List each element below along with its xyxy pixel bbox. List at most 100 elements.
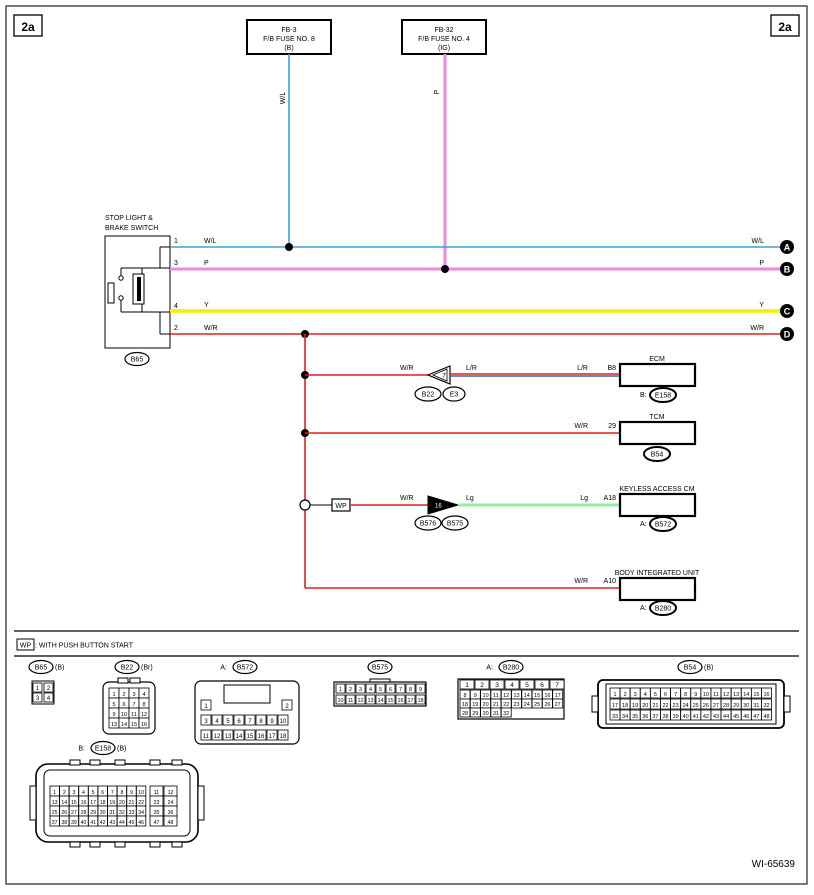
b54-47-pin: 47 <box>753 714 759 720</box>
b280-25-pin: 25 <box>534 702 540 708</box>
b575-18-cell <box>415 694 426 705</box>
b54-10-pin: 10 <box>703 692 709 698</box>
b575-ellipse <box>367 659 393 675</box>
e158-25-pin: 25 <box>52 810 58 816</box>
b280-5-cell <box>519 679 535 690</box>
keyless-pin: A18 <box>604 495 617 502</box>
joint-e3-ellipse <box>442 386 466 402</box>
fuse-fb32: FB-32 F/B FUSE NO. 4 (IG) <box>401 19 487 55</box>
legend-wp-text: : WITH PUSH BUTTON START <box>35 643 134 650</box>
wire-p-label-right: P <box>759 260 764 267</box>
e158-suffix: (B) <box>117 746 126 753</box>
b22-label: B22 <box>121 665 134 672</box>
b22-12-pin: 12 <box>141 712 147 718</box>
b575-17-cell <box>405 694 416 705</box>
svg-text:7: 7 <box>442 373 446 380</box>
b54-41-pin: 41 <box>693 714 699 720</box>
b280-17-pin: 17 <box>555 693 561 699</box>
b65-1-pin: 1 <box>36 686 40 692</box>
b280-22-pin: 22 <box>503 702 509 708</box>
b575-12-pin: 12 <box>357 698 363 704</box>
b575-6-cell <box>385 683 396 694</box>
ecm-pin: B8 <box>607 365 616 372</box>
ecm-connector-label: E158 <box>655 393 671 400</box>
b22-14-pin: 14 <box>121 722 127 728</box>
b54-39-pin: 39 <box>673 714 679 720</box>
b280-12-pin: 12 <box>503 693 509 699</box>
wire-wr-label-left: W/R <box>204 325 218 332</box>
b572-label: B572 <box>237 665 253 672</box>
b280-27-cell <box>552 698 564 709</box>
e158-21-pin: 21 <box>129 800 135 806</box>
page-id-right-text: 2a <box>778 20 792 34</box>
b572-8-pin: 8 <box>259 719 263 725</box>
e158-45-pin: 45 <box>129 820 135 826</box>
b575-header: B575 <box>367 659 393 675</box>
b54-31-pin: 31 <box>753 703 759 709</box>
e158-39-pin: 39 <box>71 820 77 826</box>
b572-10-cell <box>277 714 289 726</box>
b575-14-pin: 14 <box>377 698 383 704</box>
b572-window <box>223 684 271 704</box>
b575-17-pin: 17 <box>407 698 413 704</box>
b280-9-pin: 9 <box>474 693 477 699</box>
b280-14-pin: 14 <box>524 693 530 699</box>
ecm-wire-right-label: L/R <box>577 365 588 372</box>
tcm-wire-label: W/R <box>574 423 588 430</box>
b54-1-pin: 1 <box>613 692 616 698</box>
b65-4-cell <box>43 692 54 703</box>
b65-2-pin: 2 <box>47 686 51 692</box>
b572-12-cell <box>211 729 223 741</box>
b54-11-pin: 11 <box>713 692 719 698</box>
e158-35-pin: 35 <box>154 810 160 816</box>
e158-lock-right <box>197 785 205 821</box>
e158-34-pin: 34 <box>138 810 144 816</box>
b280-32-pin: 32 <box>503 711 509 717</box>
e158-11-pin: 11 <box>154 790 159 796</box>
b54-23-pin: 23 <box>673 703 679 709</box>
b572-17-pin: 17 <box>269 734 276 740</box>
b280-7-pin: 7 <box>555 682 559 689</box>
b22-3-pin: 3 <box>132 692 135 698</box>
e158-40-pin: 40 <box>81 820 87 826</box>
b22-8-pin: 8 <box>142 702 145 708</box>
e158-6-pin: 6 <box>101 790 104 796</box>
b575-10-cell <box>335 694 346 705</box>
b54-label: B54 <box>684 665 697 672</box>
b54-36-pin: 36 <box>642 714 648 720</box>
b572-13-cell <box>222 729 234 741</box>
fuse-fb32-supply: (IG) <box>438 45 450 52</box>
b280-6-cell <box>534 679 550 690</box>
b22-ellipse <box>114 659 140 675</box>
page-id-right: 2a <box>770 14 800 37</box>
b280-3-cell <box>489 679 505 690</box>
legend-wp: WP : WITH PUSH BUTTON START <box>16 638 134 651</box>
e158-48-pin: 48 <box>168 820 174 826</box>
e158-47-pin: 47 <box>154 820 160 826</box>
b575-9-pin: 9 <box>419 687 422 693</box>
b22-6-pin: 6 <box>122 702 125 708</box>
b572-14-cell <box>233 729 245 741</box>
b22-latch <box>117 677 129 684</box>
b572-3-cell <box>200 714 212 726</box>
wire-fb32-label: P <box>434 89 441 94</box>
joint-e3-label: E3 <box>450 392 459 399</box>
b572-16-pin: 16 <box>258 734 265 740</box>
fuse-fb32-name: F/B FUSE NO. 4 <box>418 36 470 43</box>
b575-11-pin: 11 <box>348 698 354 704</box>
b54-30-pin: 30 <box>743 703 749 709</box>
keyless-connector-prefix: A: <box>640 521 647 528</box>
e158-27-pin: 27 <box>71 810 77 816</box>
joint-b575-label: B575 <box>447 521 463 528</box>
b65-4-pin: 4 <box>47 696 51 702</box>
e158-4-pin: 4 <box>82 790 85 796</box>
b54-22-pin: 22 <box>662 703 668 709</box>
junction-p <box>441 265 449 273</box>
e158-10-pin: 10 <box>138 790 144 796</box>
b575-15-pin: 15 <box>387 698 393 704</box>
b280-21-pin: 21 <box>493 702 499 708</box>
b575-5-pin: 5 <box>379 687 382 693</box>
joint-b576-label: B576 <box>420 521 436 528</box>
e158-46-cell <box>135 815 147 827</box>
e158-48-cell <box>163 815 178 827</box>
